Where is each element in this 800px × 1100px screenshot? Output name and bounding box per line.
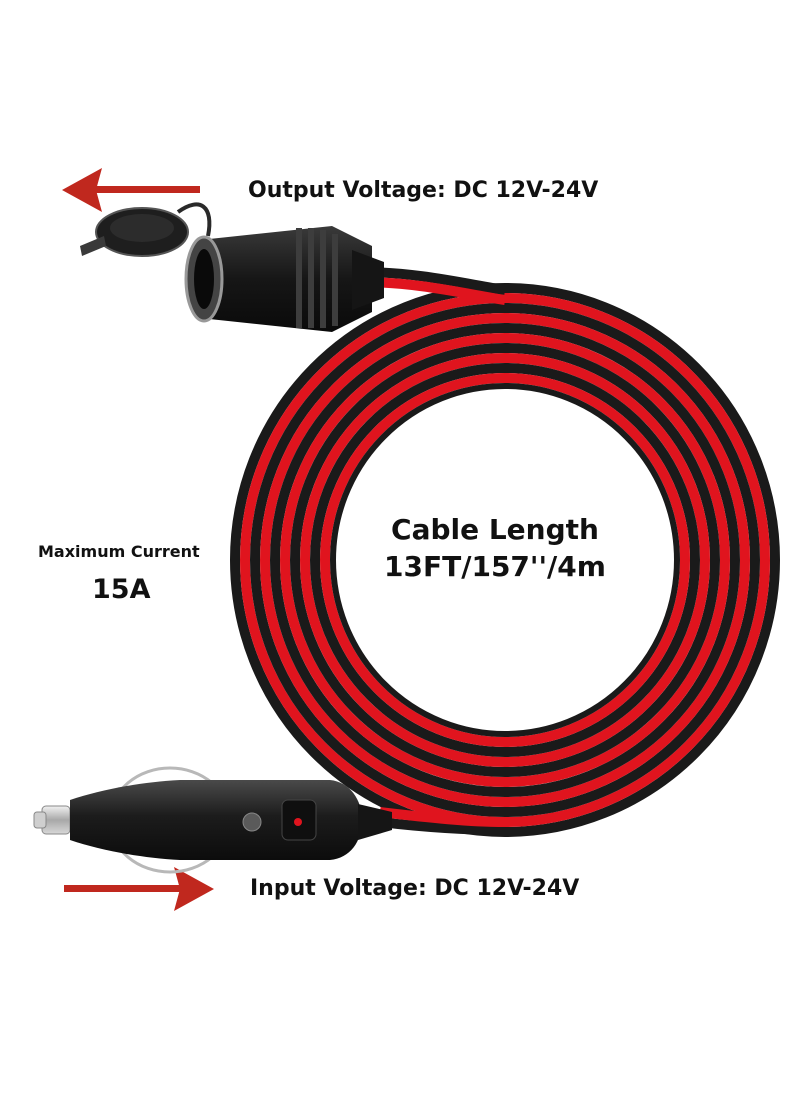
cigarette-plug-icon bbox=[33, 766, 392, 874]
input-voltage-label: Input Voltage: DC 12V-24V bbox=[250, 876, 580, 901]
max-current-label: Maximum Current bbox=[38, 542, 200, 561]
plug-lead bbox=[379, 807, 506, 835]
cable-length-block: Cable Length 13FT/157''/4m bbox=[330, 512, 660, 586]
max-current-value: 15A bbox=[92, 574, 151, 605]
cable-coil bbox=[230, 283, 780, 837]
cable-length-title: Cable Length bbox=[391, 513, 599, 546]
output-voltage-label: Output Voltage: DC 12V-24V bbox=[248, 178, 599, 203]
cigarette-socket-icon bbox=[80, 202, 384, 332]
cable-length-value: 13FT/157''/4m bbox=[384, 550, 606, 583]
arrow-right-icon bbox=[64, 867, 214, 911]
arrow-left-icon bbox=[62, 168, 200, 212]
